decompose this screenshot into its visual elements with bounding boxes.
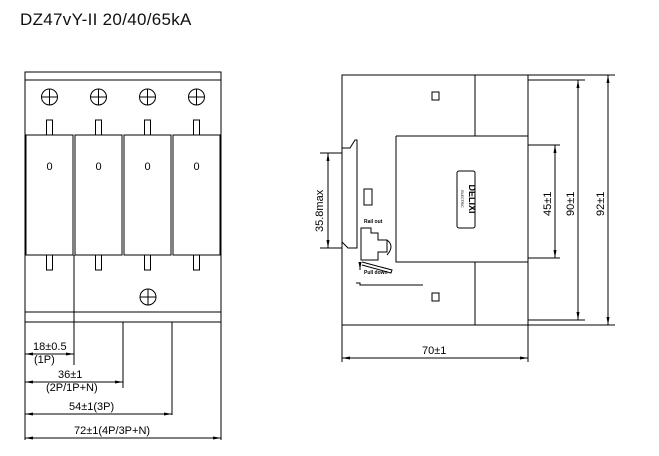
pole-module <box>25 134 74 256</box>
pole-module <box>74 134 123 256</box>
side-view: Rail out Pull down DELIXI ELECTRIC 35.8m… <box>314 74 615 362</box>
dim-1p-note: (1P) <box>34 354 55 366</box>
dim-3p: 54±1(3P) <box>69 401 114 413</box>
dim-70: 70±1 <box>422 345 446 357</box>
svg-text:ELECTRIC: ELECTRIC <box>460 190 464 208</box>
dim-45: 45±1 <box>542 192 554 216</box>
terminal-tab <box>95 254 102 271</box>
dim-2p-note: (2P/1P+N) <box>46 382 98 394</box>
terminal-tab <box>46 119 53 136</box>
terminal-tab <box>193 119 200 136</box>
terminal-tab <box>46 254 53 271</box>
dim-90: 90±1 <box>565 192 577 216</box>
terminal-tab <box>144 254 151 271</box>
pole-module <box>123 134 172 256</box>
terminal-tab <box>193 254 200 271</box>
front-outline <box>24 71 222 323</box>
svg-text:DELIXI: DELIXI <box>467 184 477 213</box>
module-indicator: 0 <box>144 161 150 173</box>
module-indicator: 0 <box>193 161 199 173</box>
dim-1p: 18±0.5 <box>33 341 67 353</box>
pole-module <box>172 134 221 256</box>
terminal-tab <box>95 119 102 136</box>
side-outline <box>341 74 529 326</box>
dim-height-max: 35.8max <box>314 189 326 232</box>
dim-2p: 36±1 <box>58 369 82 381</box>
pull-down-label: Pull down <box>364 270 388 276</box>
module-indicator: 0 <box>95 161 101 173</box>
brand-logo: DELIXI ELECTRIC <box>456 170 477 229</box>
terminal-tab <box>144 119 151 136</box>
drawing-title: DZ47vY-II 20/40/65kA <box>20 10 192 29</box>
dim-92: 92±1 <box>595 192 607 216</box>
module-indicator: 0 <box>46 161 52 173</box>
bottom-screw-icon <box>139 288 157 306</box>
front-view: 0 0 0 0 18±0.5 (1P) 36±1 (2P/1P+N) 54±1(3P)… <box>24 71 222 440</box>
dim-4p: 72±1(4P/3P+N) <box>74 425 150 437</box>
rail-out-label: Rail out <box>364 219 383 225</box>
